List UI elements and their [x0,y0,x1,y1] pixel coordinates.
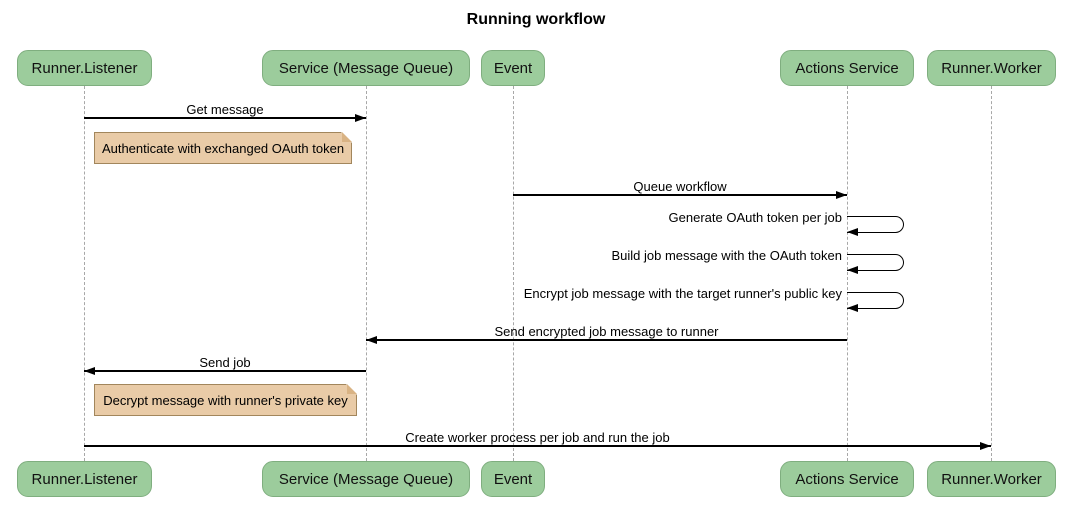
arrowhead-left-icon [847,228,858,236]
actor-event-top: Event [481,50,545,86]
message-label: Encrypt job message with the target runn… [523,286,842,301]
arrowhead-right-icon [355,114,366,122]
message-label: Queue workflow [633,179,727,194]
note-decrypt: Decrypt message with runner's private ke… [94,384,357,416]
actor-service-message-queue-bottom: Service (Message Queue) [262,461,470,497]
actor-actions-service-top: Actions Service [780,50,914,86]
arrowhead-right-icon [836,191,847,199]
message-line [84,117,366,119]
arrowhead-left-icon [847,266,858,274]
note-authenticate: Authenticate with exchanged OAuth token [94,132,352,164]
message-line [84,370,366,372]
arrowhead-left-icon [847,304,858,312]
actor-runner-listener-top: Runner.Listener [17,50,152,86]
lifeline-runner-listener [84,86,85,461]
arrowhead-right-icon [980,442,991,450]
self-loop-line [847,254,904,271]
actor-label: Runner.Worker [941,470,1042,488]
actor-label: Actions Service [795,59,899,77]
actor-label: Event [493,470,533,488]
actor-runner-listener-bottom: Runner.Listener [17,461,152,497]
actor-label: Event [493,59,533,77]
actor-label: Runner.Listener [31,470,138,488]
arrowhead-left-icon [366,336,377,344]
actor-label: Runner.Worker [941,59,1042,77]
lifeline-service-message-queue [366,86,367,461]
message-label: Send job [199,355,251,370]
note-text: Decrypt message with runner's private ke… [103,392,348,408]
message-line [513,194,847,196]
actor-label: Service (Message Queue) [278,470,454,488]
actor-label: Service (Message Queue) [278,59,454,77]
actor-runner-worker-bottom: Runner.Worker [927,461,1056,497]
message-line [366,339,847,341]
self-loop-line [847,216,904,233]
actor-label: Actions Service [795,470,899,488]
message-label: Send encrypted job message to runner [494,324,719,339]
message-label: Get message [186,102,264,117]
message-line [84,445,991,447]
actor-runner-worker-top: Runner.Worker [927,50,1056,86]
message-label: Generate OAuth token per job [668,210,842,225]
message-label: Build job message with the OAuth token [611,248,842,263]
note-text: Authenticate with exchanged OAuth token [101,140,345,156]
self-loop-line [847,292,904,309]
actor-event-bottom: Event [481,461,545,497]
arrowhead-left-icon [84,367,95,375]
actor-service-message-queue-top: Service (Message Queue) [262,50,470,86]
message-label: Create worker process per job and run th… [405,430,670,445]
diagram-title: Running workflow [466,11,606,28]
lifeline-runner-worker [991,86,992,461]
actor-label: Runner.Listener [31,59,138,77]
lifeline-event [513,86,514,461]
actor-actions-service-bottom: Actions Service [780,461,914,497]
